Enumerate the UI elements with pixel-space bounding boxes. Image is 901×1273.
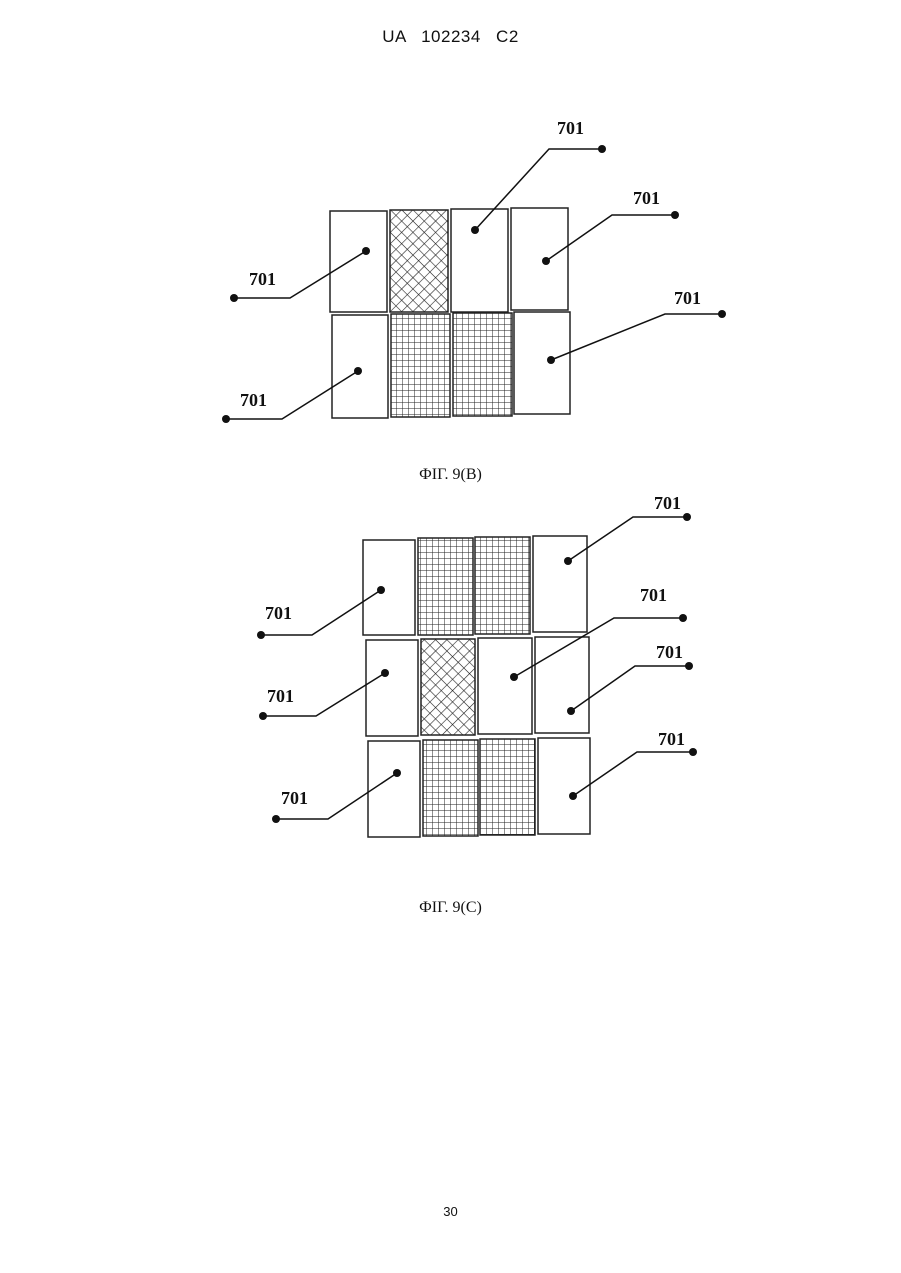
- cell-grid: [453, 313, 512, 416]
- ref-label-701: 701: [640, 585, 667, 605]
- cell-blank: [533, 536, 587, 632]
- cell-grid: [480, 739, 535, 835]
- ref-label-701: 701: [674, 288, 701, 308]
- cell-grid: [475, 537, 530, 634]
- figure-9c: [363, 536, 590, 837]
- cell-grid: [418, 538, 473, 635]
- cell-blank: [366, 640, 418, 736]
- ref-label-701: 701: [249, 269, 276, 289]
- ref-label-701: 701: [267, 686, 294, 706]
- cell-crosshatch: [421, 639, 475, 735]
- cell-blank: [538, 738, 590, 834]
- figure-caption-9b: ФІГ. 9(B): [0, 466, 901, 484]
- cell-blank: [363, 540, 415, 635]
- ref-label-701: 701: [557, 118, 584, 138]
- page-number: 30: [0, 1204, 901, 1219]
- ref-label-701: 701: [265, 603, 292, 623]
- ref-label-701: 701: [658, 729, 685, 749]
- figure-9b: [330, 208, 570, 418]
- ref-label-701: 701: [240, 390, 267, 410]
- cell-blank: [514, 312, 570, 414]
- ref-label-701: 701: [656, 642, 683, 662]
- ref-label-701: 701: [654, 493, 681, 513]
- cell-grid: [391, 314, 450, 417]
- cell-crosshatch: [390, 210, 448, 312]
- figure-caption-9c: ФІГ. 9(C): [0, 899, 901, 917]
- cell-blank: [330, 211, 387, 312]
- cell-blank: [478, 638, 532, 734]
- cell-blank: [535, 637, 589, 733]
- cell-blank: [511, 208, 568, 310]
- ref-label-701: 701: [281, 788, 308, 808]
- cell-blank: [332, 315, 388, 418]
- cell-blank: [368, 741, 420, 837]
- ref-label-701: 701: [633, 188, 660, 208]
- cell-grid: [423, 740, 478, 836]
